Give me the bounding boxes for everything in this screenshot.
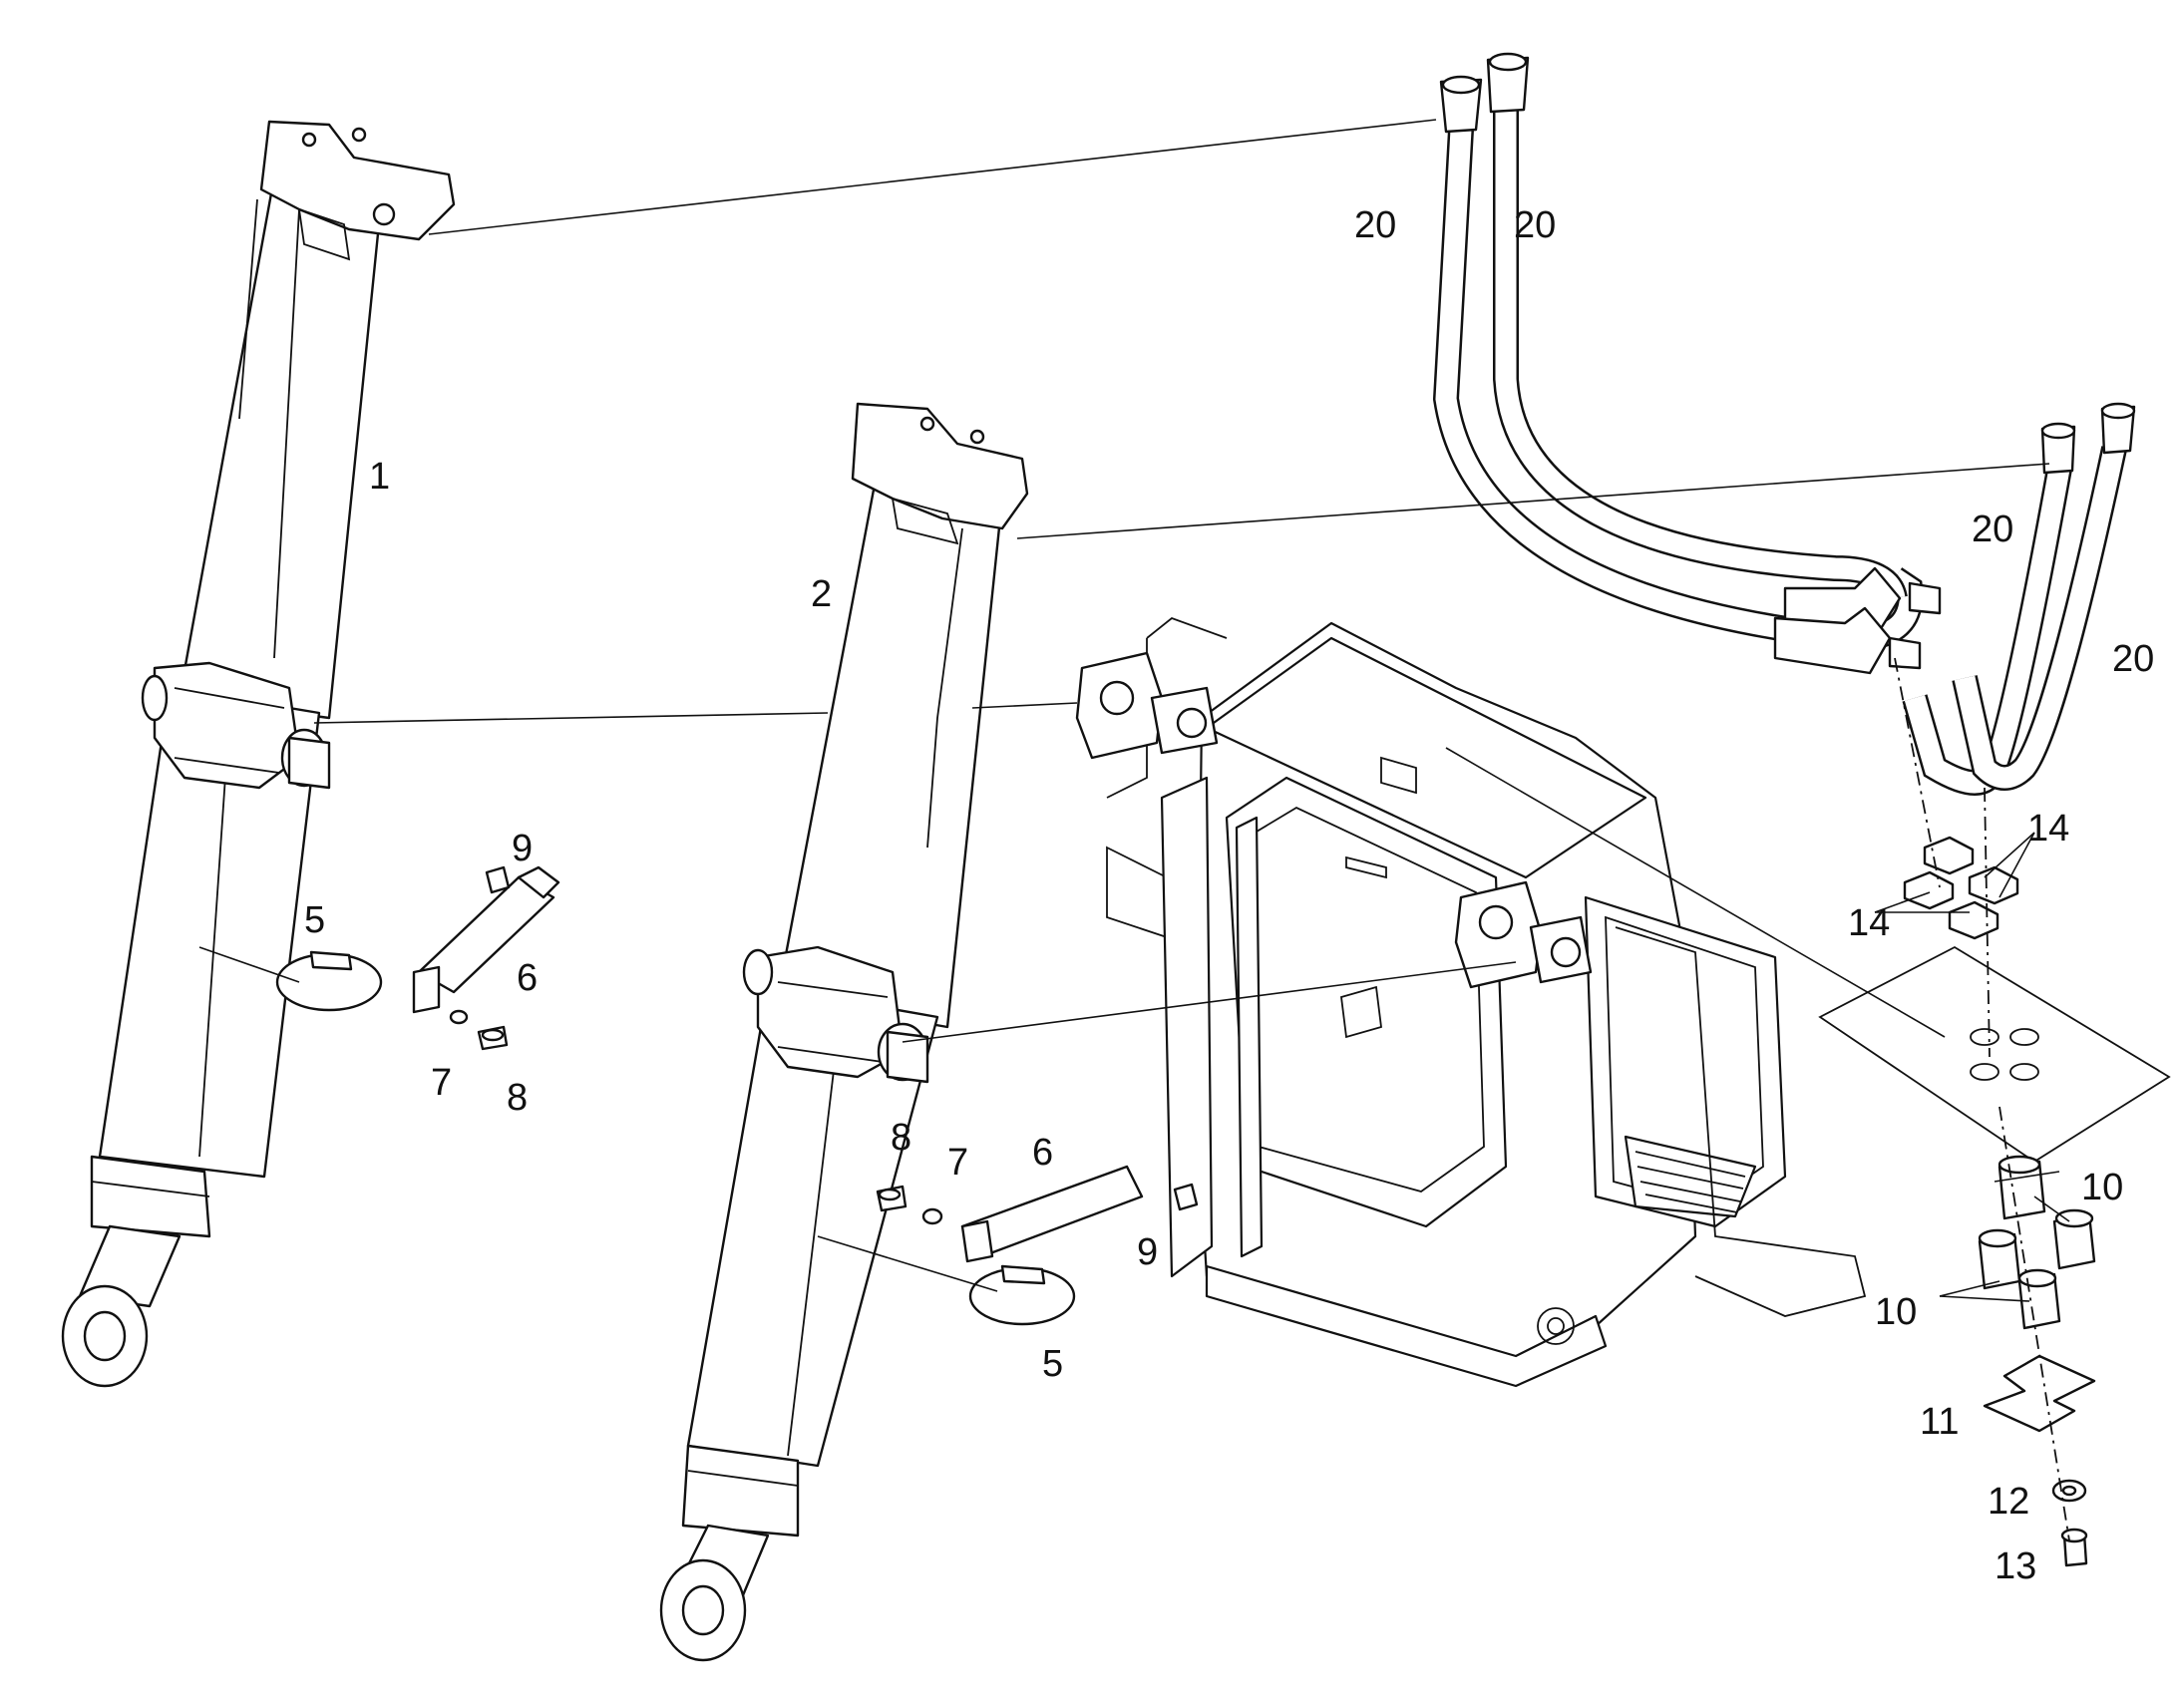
hardware-set-left [275, 865, 560, 1051]
callout-10: 10 [2081, 1167, 2123, 1208]
callout-20: 20 [1354, 204, 1396, 246]
callout-9: 9 [512, 828, 533, 869]
hydraulic-hoses [1432, 52, 2136, 796]
hydraulic-cylinder-1 [61, 120, 456, 1388]
bolt-13 [2060, 1528, 2088, 1567]
callout-8: 8 [507, 1077, 528, 1119]
mounting-plate [1818, 945, 2171, 1164]
callout-6: 6 [517, 957, 538, 999]
callout-20: 20 [2112, 638, 2154, 680]
hardware-set-right [876, 1165, 1199, 1326]
callout-2: 2 [811, 573, 832, 615]
callout-20: 20 [1972, 509, 2013, 550]
nuts-14 [1903, 836, 2019, 940]
callout-14: 14 [1848, 902, 1890, 944]
callout-20: 20 [1514, 204, 1556, 246]
callout-11: 11 [1920, 1401, 1959, 1443]
callout-5: 5 [1042, 1343, 1063, 1385]
callout-7: 7 [947, 1142, 968, 1184]
callout-10: 10 [1875, 1291, 1917, 1333]
callout-5: 5 [304, 899, 325, 941]
callout-6: 6 [1032, 1132, 1053, 1174]
callout-1: 1 [369, 456, 390, 498]
callout-13: 13 [1995, 1545, 2036, 1587]
callout-12: 12 [1988, 1481, 2029, 1523]
callout-9: 9 [1137, 1231, 1158, 1273]
adapters-10 [1978, 1155, 2096, 1330]
callout-labels: 1 2 5 5 6 6 7 7 8 8 9 9 10 10 11 12 13 1… [304, 204, 2154, 1587]
washer-12 [2051, 1479, 2087, 1503]
callout-7: 7 [431, 1062, 452, 1104]
callout-14: 14 [2027, 808, 2069, 850]
machine-frame [1075, 616, 1867, 1388]
bracket-plate-11 [1983, 1354, 2096, 1433]
leader-lines [198, 119, 2070, 1541]
hydraulic-cylinder-2 [659, 402, 1029, 1662]
callout-8: 8 [891, 1117, 911, 1159]
